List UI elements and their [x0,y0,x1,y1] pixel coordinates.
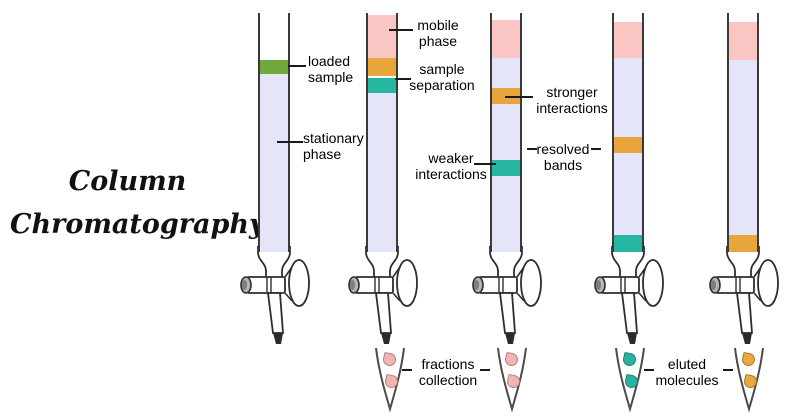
teal-band [492,160,520,176]
loaded-sample-band [260,60,288,74]
stationary-phase-fill [614,58,642,137]
stationary-phase-fill [492,58,520,88]
mobile-phase-band [614,22,642,58]
label-loaded-sample: loaded sample [308,53,354,86]
title-line-2: Chromatography [10,209,265,241]
label-eluted-molecules: eluted molecules [655,356,719,389]
dash-resolved-left [527,148,537,150]
orange-band [729,235,757,252]
orange-band [368,58,396,76]
dash-eluted-left [644,369,654,371]
label-weaker-interactions: weaker interactions [415,150,487,183]
connector-sample-separation [395,78,411,80]
stopcock-valve-3 [472,246,542,344]
dash-eluted-right [723,369,733,371]
label-resolved-bands: resolved bands [536,141,590,174]
label-fractions-collection: fractions collection [418,356,478,389]
collection-tube-4 [731,347,767,417]
stationary-phase-fill [368,93,396,252]
column-5 [727,13,759,252]
stationary-phase-fill [260,74,288,252]
diagram-title: Column Chromatography [10,160,265,246]
stopcock-valve-1 [240,246,310,344]
orange-band [614,137,642,153]
teal-band [614,235,642,252]
dash-fractions-right [480,369,490,371]
label-mobile-phase: mobile phase [417,17,459,50]
column-2 [366,13,398,252]
stationary-phase-fill [492,176,520,252]
mobile-phase-band [492,20,520,58]
label-stationary-phase: stationary phase [303,130,364,163]
dash-resolved-right [591,148,601,150]
collection-tube-2 [494,347,530,417]
stopcock-valve-4 [594,246,664,344]
column-3 [490,13,522,252]
dash-fractions-left [402,369,412,371]
connector-mobile-phase [389,29,413,31]
stopcock-valve-5 [709,246,779,344]
connector-stronger-interactions [505,96,533,98]
stationary-phase-fill [492,104,520,160]
label-stronger-interactions: stronger interactions [536,84,608,117]
stationary-phase-fill [614,153,642,235]
collection-tube-3 [612,347,648,417]
column-1 [258,13,290,252]
stopcock-valve-2 [348,246,418,344]
stationary-phase-fill [729,60,757,235]
connector-stationary-phase [277,141,303,143]
title-line-1: Column [68,166,187,197]
column-4 [612,13,644,252]
teal-band [368,78,396,93]
label-sample-separation: sample separation [409,61,475,94]
mobile-phase-band [729,22,757,60]
mobile-phase-band [368,15,396,58]
connector-loaded-sample [288,65,306,67]
collection-tube-1 [372,347,408,417]
connector-weaker-interactions [474,163,496,165]
